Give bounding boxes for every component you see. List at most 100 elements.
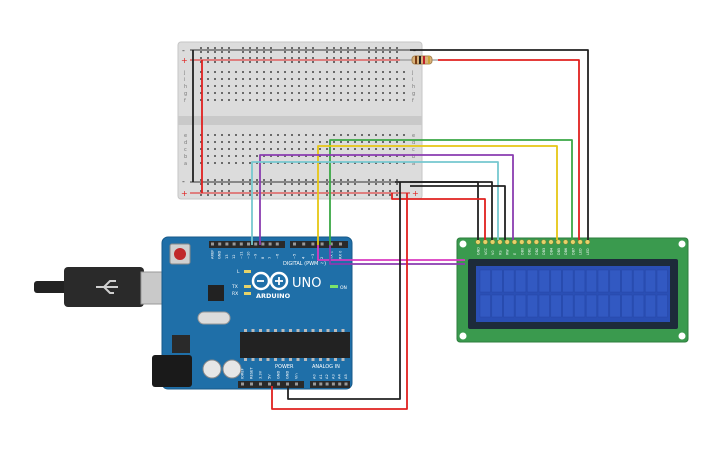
terminal-hole[interactable] <box>382 162 384 164</box>
terminal-hole[interactable] <box>368 99 370 101</box>
wire-red-led-anode[interactable] <box>438 59 580 240</box>
rail-hole[interactable] <box>396 190 398 192</box>
rail-hole[interactable] <box>249 183 251 185</box>
rail-hole[interactable] <box>263 194 265 196</box>
rail-hole[interactable] <box>298 179 300 181</box>
rail-hole[interactable] <box>389 57 391 59</box>
terminal-hole[interactable] <box>256 92 258 94</box>
rail-hole[interactable] <box>207 57 209 59</box>
rail-hole[interactable] <box>305 194 307 196</box>
terminal-hole[interactable] <box>270 155 272 157</box>
rail-hole[interactable] <box>270 183 272 185</box>
rail-hole[interactable] <box>256 194 258 196</box>
terminal-hole[interactable] <box>347 134 349 136</box>
terminal-hole[interactable] <box>263 155 265 157</box>
terminal-hole[interactable] <box>403 92 405 94</box>
rail-hole[interactable] <box>375 179 377 181</box>
terminal-hole[interactable] <box>221 162 223 164</box>
rail-hole[interactable] <box>263 179 265 181</box>
terminal-hole[interactable] <box>375 134 377 136</box>
terminal-hole[interactable] <box>347 92 349 94</box>
rail-hole[interactable] <box>242 183 244 185</box>
terminal-hole[interactable] <box>221 78 223 80</box>
terminal-hole[interactable] <box>214 162 216 164</box>
rail-hole[interactable] <box>221 57 223 59</box>
terminal-hole[interactable] <box>319 162 321 164</box>
rail-hole[interactable] <box>340 179 342 181</box>
terminal-hole[interactable] <box>312 78 314 80</box>
terminal-hole[interactable] <box>291 134 293 136</box>
terminal-hole[interactable] <box>305 85 307 87</box>
terminal-hole[interactable] <box>291 85 293 87</box>
terminal-hole[interactable] <box>382 148 384 150</box>
terminal-hole[interactable] <box>235 78 237 80</box>
analog-pin[interactable] <box>319 382 323 386</box>
wire-cyan-db4[interactable] <box>251 161 499 245</box>
digital-pin[interactable] <box>232 242 236 246</box>
rail-hole[interactable] <box>347 61 349 63</box>
terminal-hole[interactable] <box>270 148 272 150</box>
terminal-hole[interactable] <box>340 99 342 101</box>
terminal-hole[interactable] <box>347 155 349 157</box>
terminal-hole[interactable] <box>263 162 265 164</box>
digital-pin[interactable] <box>275 242 279 246</box>
power-pin[interactable] <box>277 382 280 386</box>
terminal-hole[interactable] <box>284 141 286 143</box>
terminal-hole[interactable] <box>235 155 237 157</box>
rail-hole[interactable] <box>375 61 377 63</box>
lcd-pin[interactable] <box>555 239 561 245</box>
terminal-hole[interactable] <box>333 162 335 164</box>
terminal-hole[interactable] <box>347 148 349 150</box>
digital-pin[interactable] <box>247 242 250 246</box>
rail-hole[interactable] <box>333 183 335 185</box>
wire-yellow-db6[interactable] <box>317 145 558 245</box>
lcd-pin[interactable] <box>533 239 539 245</box>
rail-hole[interactable] <box>284 57 286 59</box>
terminal-hole[interactable] <box>214 141 216 143</box>
rail-hole[interactable] <box>305 183 307 185</box>
rail-hole[interactable] <box>207 194 209 196</box>
terminal-hole[interactable] <box>228 148 230 150</box>
rail-hole[interactable] <box>200 57 202 59</box>
terminal-hole[interactable] <box>200 162 202 164</box>
terminal-hole[interactable] <box>242 78 244 80</box>
terminal-hole[interactable] <box>221 148 223 150</box>
rail-hole[interactable] <box>263 57 265 59</box>
terminal-hole[interactable] <box>249 92 251 94</box>
terminal-hole[interactable] <box>200 141 202 143</box>
terminal-hole[interactable] <box>305 134 307 136</box>
terminal-hole[interactable] <box>340 134 342 136</box>
rail-hole[interactable] <box>291 190 293 192</box>
terminal-hole[interactable] <box>228 162 230 164</box>
rail-hole[interactable] <box>340 61 342 63</box>
rail-hole[interactable] <box>256 183 258 185</box>
terminal-hole[interactable] <box>242 155 244 157</box>
terminal-hole[interactable] <box>242 71 244 73</box>
terminal-hole[interactable] <box>403 155 405 157</box>
rail-hole[interactable] <box>312 47 314 49</box>
reset-button-cap[interactable] <box>174 248 186 260</box>
rail-hole[interactable] <box>221 61 223 63</box>
terminal-hole[interactable] <box>228 134 230 136</box>
terminal-hole[interactable] <box>214 85 216 87</box>
terminal-hole[interactable] <box>347 71 349 73</box>
terminal-hole[interactable] <box>396 155 398 157</box>
rail-hole[interactable] <box>340 194 342 196</box>
rail-hole[interactable] <box>284 179 286 181</box>
rail-hole[interactable] <box>249 194 251 196</box>
terminal-hole[interactable] <box>221 92 223 94</box>
terminal-hole[interactable] <box>200 78 202 80</box>
rail-hole[interactable] <box>263 61 265 63</box>
terminal-hole[interactable] <box>277 134 279 136</box>
terminal-hole[interactable] <box>333 134 335 136</box>
terminal-hole[interactable] <box>396 78 398 80</box>
terminal-hole[interactable] <box>305 148 307 150</box>
rail-hole[interactable] <box>389 183 391 185</box>
rail-hole[interactable] <box>291 51 293 53</box>
terminal-hole[interactable] <box>403 141 405 143</box>
rail-hole[interactable] <box>375 51 377 53</box>
terminal-hole[interactable] <box>270 71 272 73</box>
terminal-hole[interactable] <box>375 148 377 150</box>
rail-hole[interactable] <box>305 47 307 49</box>
rail-hole[interactable] <box>347 47 349 49</box>
